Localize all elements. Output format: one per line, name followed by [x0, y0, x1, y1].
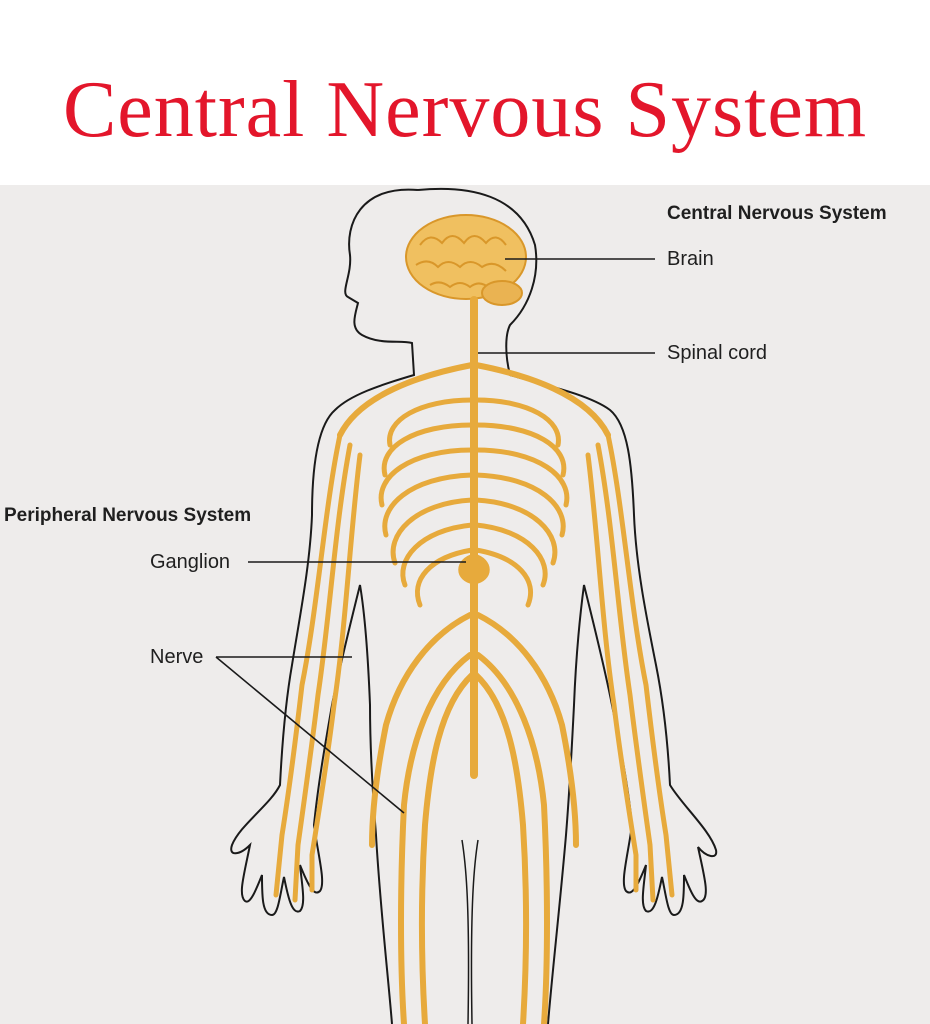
leader-lines	[215, 258, 655, 814]
nerve-network	[273, 296, 675, 1024]
spinal-cord-label: Spinal cord	[667, 342, 768, 364]
cns-heading: Central Nervous System	[667, 203, 887, 224]
pns-heading: Peripheral Nervous System	[4, 505, 252, 526]
nerve-label: Nerve	[150, 646, 204, 668]
ganglion-label: Ganglion	[150, 551, 231, 573]
nerve-leader-leg	[215, 656, 405, 814]
page-title: Central Nervous System	[62, 66, 868, 154]
brain-label: Brain	[667, 248, 714, 270]
body-outline	[230, 188, 419, 1024]
rib-nerves-left	[378, 397, 475, 608]
nervous-system-illustration	[215, 187, 718, 1024]
brain	[405, 214, 527, 306]
arm-nerves-right	[585, 432, 675, 903]
arm-nerves-left	[273, 432, 363, 903]
diagram-panel: Central Nervous System Brain Spinal cord…	[0, 185, 930, 1024]
body-outline-right	[417, 187, 718, 1024]
shoulder-nerves	[337, 362, 611, 438]
ganglion	[458, 553, 490, 585]
leg-nerves	[369, 612, 579, 1024]
groin-outline	[461, 839, 479, 1024]
rib-nerves-right	[473, 397, 570, 608]
